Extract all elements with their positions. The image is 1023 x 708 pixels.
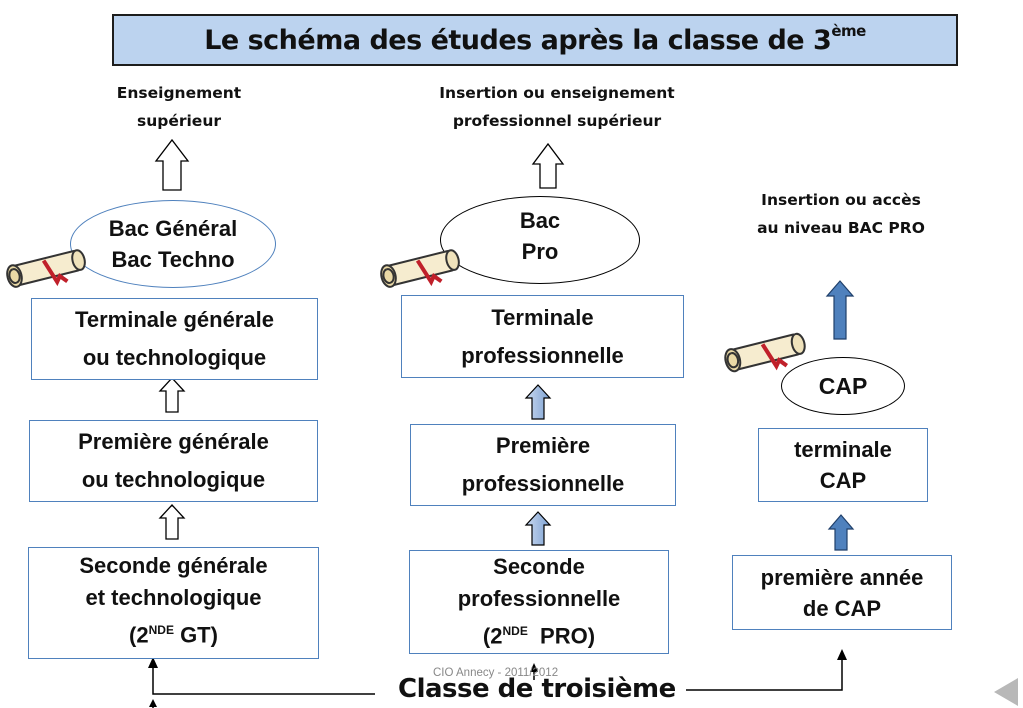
title-banner: Le schéma des études après la classe de … — [112, 14, 958, 66]
up-arrow-pro-2 — [524, 511, 552, 546]
connector-pro-head — [530, 663, 538, 672]
box-seconde-pro: Seconde professionnelle (2NDE PRO) — [409, 550, 669, 654]
up-arrow-pro-1 — [524, 384, 552, 420]
up-arrow-pro-top — [531, 142, 565, 189]
connector-cap — [686, 656, 843, 691]
box-seconde-generale: Seconde générale et technologique (2NDE … — [28, 547, 319, 659]
diploma-scroll-icon — [380, 249, 460, 288]
connector-general — [152, 664, 375, 695]
diploma-scroll-icon — [6, 249, 86, 288]
diploma-scroll-icon — [724, 332, 806, 373]
page-title: Le schéma des études après la classe de … — [204, 21, 866, 56]
diploma-cap: CAP — [781, 357, 905, 415]
up-arrow-general-1 — [158, 377, 186, 413]
nav-prev-icon[interactable] — [994, 678, 1018, 706]
connector-general-head — [148, 657, 158, 668]
start-label: Classe de troisième — [398, 674, 676, 704]
up-arrow-cap-top — [825, 280, 855, 340]
connector-cap-head — [837, 649, 847, 660]
footer-text: CIO Annecy - 2011/2012 — [433, 667, 559, 679]
up-arrow-superieur — [154, 138, 190, 191]
up-arrow-cap-1 — [827, 514, 855, 551]
up-arrow-general-2 — [158, 504, 186, 540]
